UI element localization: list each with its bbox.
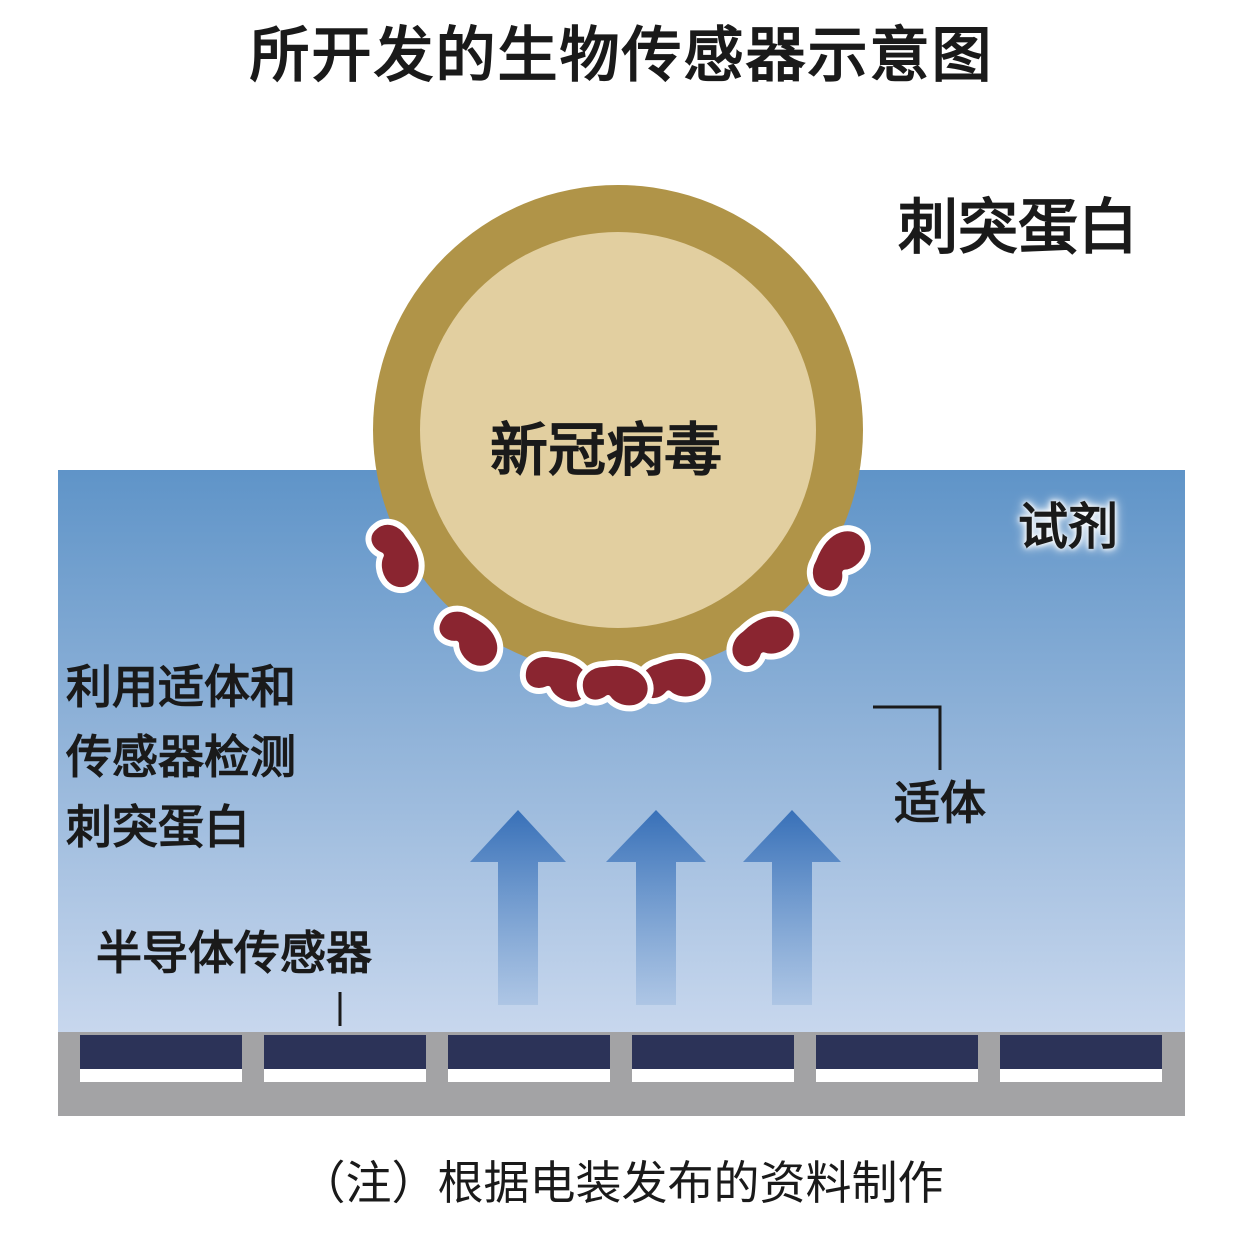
signal-arrow (743, 810, 841, 1005)
method-description-line: 利用适体和 (66, 660, 296, 714)
sensor-cell (1000, 1035, 1162, 1069)
spike-protein-label: 刺突蛋白 (898, 193, 1138, 263)
method-description-line: 传感器检测 (66, 730, 296, 784)
aptamer-leader-line (873, 705, 942, 770)
method-description-line: 刺突蛋白 (66, 800, 250, 854)
signal-arrow (606, 810, 706, 1005)
source-note: （注）根据电装发布的资料制作 (299, 1156, 944, 1210)
sensor-cell (448, 1035, 610, 1069)
diagram-title: 所开发的生物传感器示意图 (249, 21, 994, 91)
reagent-label: 试剂 (1018, 498, 1118, 556)
sensor-cell (632, 1035, 794, 1069)
semiconductor-sensor (58, 1032, 1185, 1116)
virus (373, 185, 863, 675)
aptamer-label: 适体 (894, 776, 986, 830)
sensor-cell (816, 1035, 978, 1069)
sensor-label: 半导体传感器 (96, 926, 372, 980)
virus-core (420, 232, 816, 628)
sensor-cell (264, 1035, 426, 1069)
signal-arrow (470, 810, 566, 1005)
virus-label: 新冠病毒 (490, 416, 723, 484)
sensor-cell (80, 1035, 242, 1069)
